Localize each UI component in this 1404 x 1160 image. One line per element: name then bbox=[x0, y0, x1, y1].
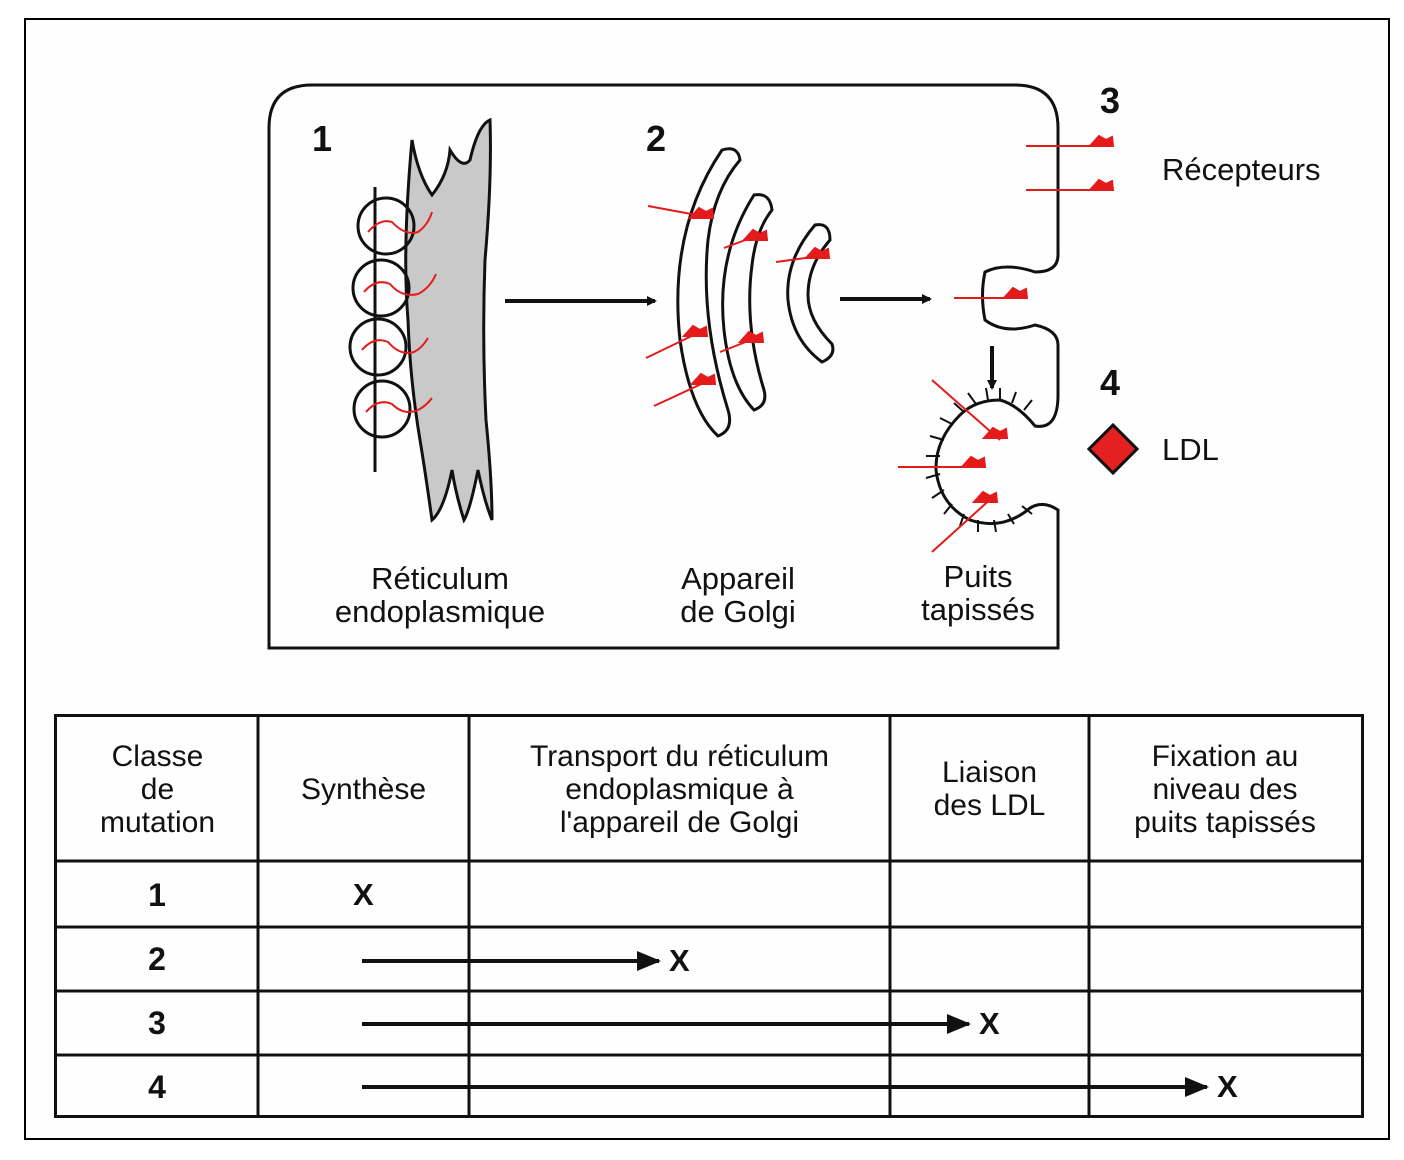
row-class-3: 3 bbox=[148, 1005, 166, 1041]
header-class-line1: Classe bbox=[111, 739, 204, 773]
nascent-chain-2 bbox=[363, 273, 437, 296]
header-mutation-class: Classe de mutation bbox=[57, 717, 258, 861]
ldl-legend-symbol bbox=[1086, 422, 1140, 476]
header-fixation-line3: puits tapissés bbox=[1134, 805, 1316, 839]
coated-pit-receptors bbox=[898, 379, 1008, 553]
header-transport: Transport du réticulum endoplasmique à l… bbox=[469, 717, 890, 861]
header-binding-line1: Liaison bbox=[941, 756, 1038, 789]
figure-frame bbox=[24, 18, 1390, 1140]
surface-receptors bbox=[954, 135, 1114, 299]
row-class-4: 4 bbox=[148, 1069, 166, 1105]
header-fixation-line1: Fixation au bbox=[1151, 739, 1299, 773]
golgi-cisterna-2 bbox=[721, 193, 774, 412]
golgi-cisternae bbox=[676, 147, 835, 438]
label-reticulum: Réticulum endoplasmique bbox=[310, 562, 570, 628]
golgi-cisterna-1 bbox=[676, 147, 742, 438]
header-synthesis-label: Synthèse bbox=[300, 772, 427, 806]
nascent-receptor-chains bbox=[361, 211, 437, 413]
label-golgi-line1: Appareil bbox=[681, 561, 795, 596]
label-reticulum-line2: endoplasmique bbox=[334, 594, 546, 629]
er-membrane bbox=[404, 117, 494, 524]
nascent-chain-1 bbox=[367, 211, 433, 234]
label-golgi-line2: de Golgi bbox=[680, 594, 796, 629]
header-binding-line2: des LDL bbox=[933, 789, 1046, 822]
legend-ldl: LDL bbox=[1162, 432, 1219, 467]
golgi-receptors bbox=[645, 205, 830, 407]
header-pit-fixation: Fixation au niveau des puits tapissés bbox=[1089, 717, 1361, 861]
cell-membrane bbox=[267, 83, 1060, 650]
header-class-line3: mutation bbox=[99, 805, 216, 839]
step-number-2: 2 bbox=[646, 118, 667, 159]
legend-receptors: Récepteurs bbox=[1162, 152, 1321, 187]
label-pits-line2: tapissés bbox=[921, 592, 1035, 627]
header-ldl-binding: Liaison des LDL bbox=[890, 717, 1089, 861]
golgi-cisterna-3 bbox=[786, 223, 835, 364]
ribosomes bbox=[348, 196, 416, 439]
ribosome-2 bbox=[351, 258, 411, 318]
nascent-chain-3 bbox=[361, 337, 429, 354]
step-number-4: 4 bbox=[1100, 362, 1121, 403]
header-class-line2: de bbox=[140, 772, 175, 806]
header-synthesis: Synthèse bbox=[258, 717, 469, 861]
coated-pit-spikes bbox=[925, 387, 1033, 533]
header-transport-line1: Transport du réticulum bbox=[529, 739, 829, 773]
label-coated-pits: Puits tapissés bbox=[898, 560, 1058, 626]
mutation-class-table: Classe de mutation Synthèse Transport du… bbox=[54, 714, 1364, 1118]
nascent-chain-4 bbox=[365, 397, 433, 413]
row-class-1: 1 bbox=[148, 877, 166, 913]
label-pits-line1: Puits bbox=[943, 559, 1013, 594]
ribosome-3 bbox=[348, 317, 408, 377]
step-number-3: 3 bbox=[1100, 80, 1121, 121]
row4-block-mark: X bbox=[1217, 1069, 1238, 1104]
label-golgi: Appareil de Golgi bbox=[648, 562, 828, 628]
header-transport-line2: endoplasmique à bbox=[565, 772, 794, 806]
header-fixation-line2: niveau des bbox=[1152, 772, 1298, 806]
label-reticulum-line1: Réticulum bbox=[371, 561, 509, 596]
ribosome-1 bbox=[356, 196, 416, 256]
row-class-2: 2 bbox=[148, 941, 166, 977]
row1-block-mark: X bbox=[353, 877, 374, 912]
table-grid bbox=[57, 717, 1361, 1115]
row3-block-mark: X bbox=[979, 1006, 1000, 1041]
header-transport-line3: l'appareil de Golgi bbox=[559, 805, 800, 839]
step-number-1: 1 bbox=[312, 118, 333, 159]
row2-block-mark: X bbox=[669, 943, 690, 978]
ribosome-4 bbox=[352, 379, 412, 439]
